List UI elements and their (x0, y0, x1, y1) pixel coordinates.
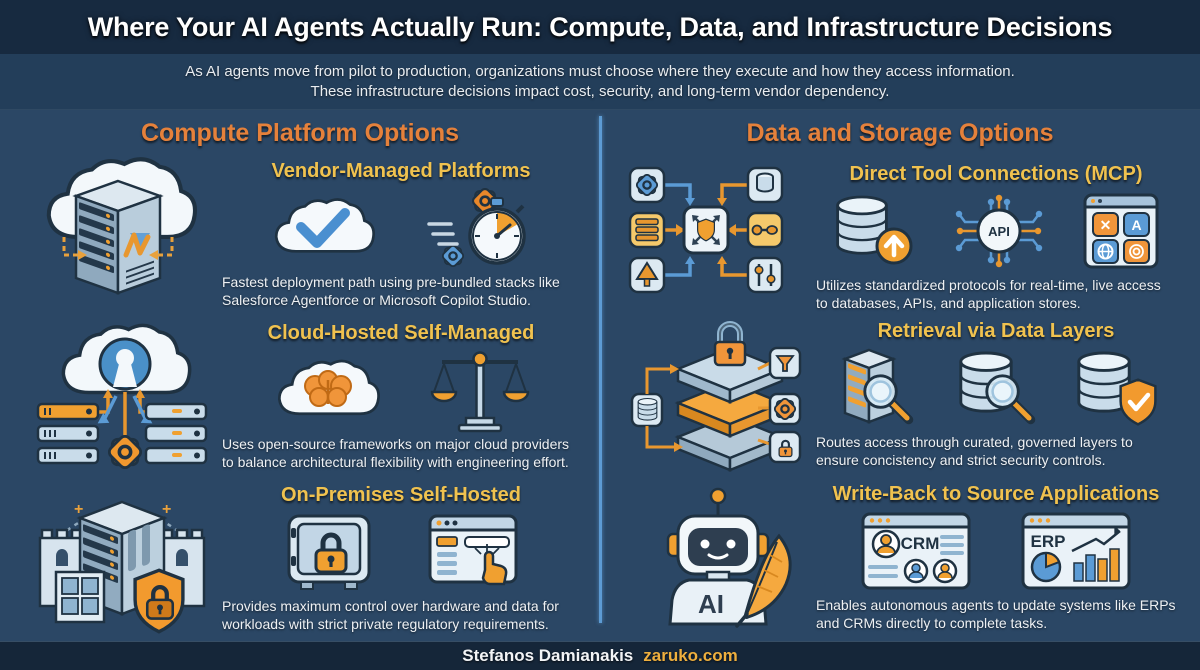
section-description: Provides maximum control over hardware a… (222, 598, 559, 633)
subtitle-line-1: As AI agents move from pilot to producti… (185, 63, 1015, 80)
icon-row: API ✕ A (830, 188, 1162, 274)
section-vendor-managed: Vendor-Managed Platforms (222, 160, 580, 310)
svg-text:✕: ✕ (1100, 217, 1112, 233)
database-upload-icon (836, 195, 913, 265)
balance-scale-icon (430, 351, 530, 433)
left-column-heading: Compute Platform Options (140, 119, 460, 147)
mcp-hub-flow-illustration (628, 166, 784, 294)
subtitle-band: As AI agents move from pilot to producti… (0, 54, 1200, 110)
section-title: Cloud-Hosted Self-Managed (267, 322, 535, 344)
browser-click-icon (428, 514, 518, 586)
icon-row (269, 185, 533, 271)
app-store-icon: ✕ A (1083, 193, 1159, 269)
section-description: Fastest deployment path using pre-bundle… (222, 274, 560, 309)
api-label: API (988, 224, 1010, 239)
section-direct-tool-connections: Direct Tool Connections (MCP) API (816, 163, 1176, 313)
section-title: Retrieval via Data Layers (877, 320, 1115, 342)
cloud-server-illustration (38, 153, 198, 295)
icon-row (281, 509, 521, 595)
section-title: On-Premises Self-Hosted (280, 484, 522, 506)
crm-label: CRM (901, 534, 940, 553)
section-title: Direct Tool Connections (MCP) (849, 163, 1143, 185)
section-title: Vendor-Managed Platforms (271, 160, 531, 182)
page-title: Where Your AI Agents Actually Run: Compu… (87, 11, 1113, 42)
section-description: Uses open-source frameworks on major clo… (222, 436, 570, 471)
right-column-heading: Data and Storage Options (746, 119, 1054, 147)
column-divider (599, 116, 602, 623)
erp-label: ERP (1031, 532, 1066, 551)
database-shield-icon (1077, 351, 1157, 426)
svg-text:+: + (74, 501, 83, 518)
subtitle-line-2: These infrastructure decisions impact co… (310, 83, 890, 100)
footer-band: Stefanos Damianakis zaruko.com (0, 641, 1200, 670)
server-magnifier-icon (841, 348, 921, 428)
cloud-check-icon (274, 198, 376, 253)
footer-author: Stefanos Damianakis (462, 646, 634, 665)
section-description: Utilizes standardized protocols for real… (816, 277, 1161, 312)
svg-text:+: + (162, 501, 171, 518)
header-band: Where Your AI Agents Actually Run: Compu… (0, 0, 1200, 54)
section-write-back: Write-Back to Source Applications CRM (816, 483, 1176, 633)
safe-lock-icon (287, 514, 371, 590)
section-on-premises: On-Premises Self-Hosted (222, 484, 580, 634)
cloud-brain-icon (277, 359, 381, 416)
section-cloud-hosted: Cloud-Hosted Self-Managed (222, 322, 580, 472)
erp-window-icon: ERP (1021, 512, 1131, 590)
fortress-server-illustration: + + (38, 500, 206, 634)
database-magnifier-icon (959, 351, 1041, 428)
section-title: Write-Back to Source Applications (832, 483, 1160, 505)
stopwatch-speed-icon (427, 188, 526, 267)
section-retrieval-data-layers: Retrieval via Data Layers (816, 320, 1176, 470)
api-chip-icon: API (955, 194, 1043, 268)
governed-data-layers-illustration (630, 321, 802, 472)
icon-row: CRM ERP (860, 508, 1132, 594)
svg-text:A: A (1131, 217, 1141, 233)
cloud-opensource-servers-illustration (36, 323, 208, 469)
ai-robot-quill-illustration: AI (666, 487, 792, 628)
ai-label: AI (698, 589, 724, 619)
section-description: Routes access through curated, governed … (816, 434, 1133, 469)
crm-window-icon: CRM (861, 512, 971, 590)
icon-row (831, 345, 1161, 431)
icon-row (272, 347, 530, 433)
footer-site-link: zaruko.com (643, 646, 738, 665)
section-description: Enables autonomous agents to update syst… (816, 597, 1176, 632)
